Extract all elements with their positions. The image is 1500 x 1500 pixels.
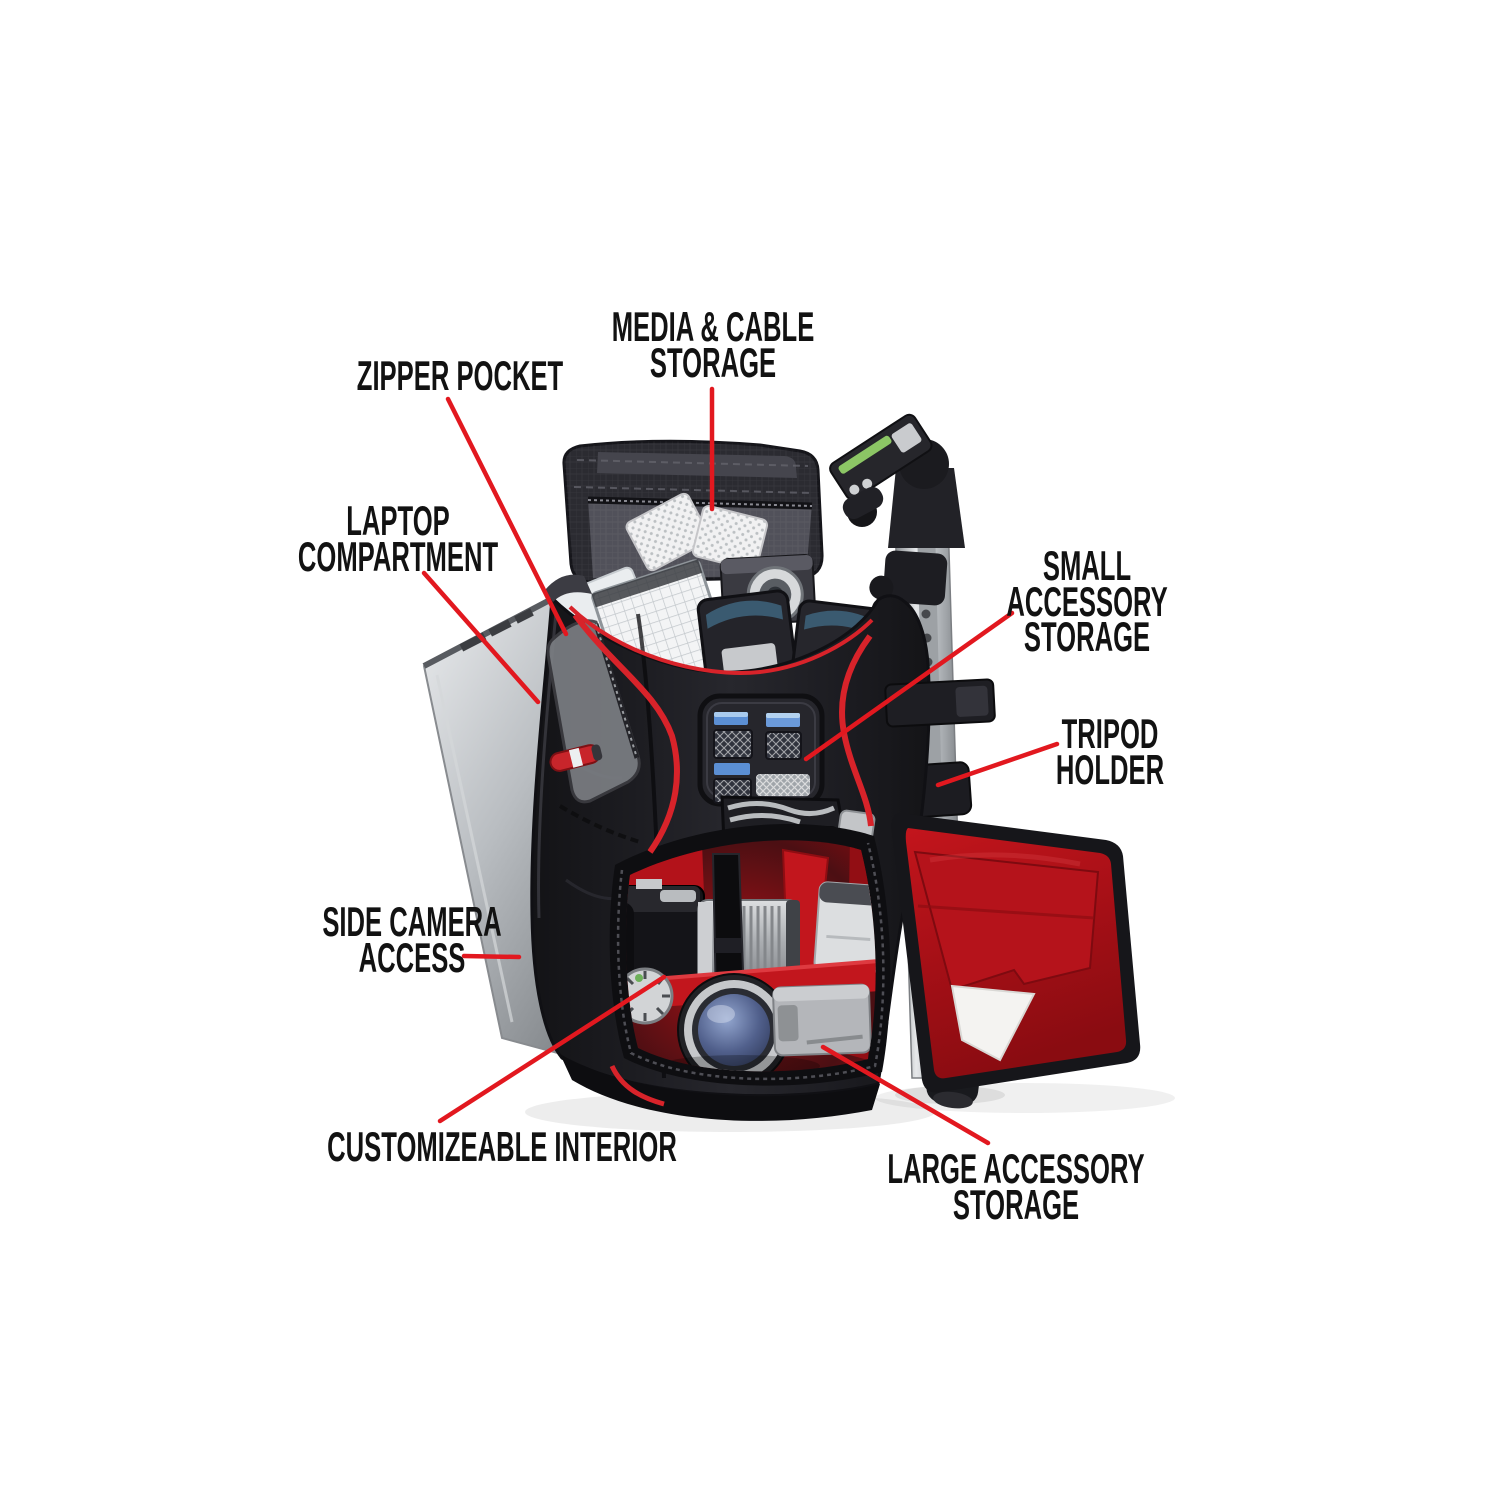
top-lid — [562, 439, 824, 584]
compartment-zipper-teeth — [616, 842, 885, 1081]
leader-customizeable-interior — [437, 974, 667, 1124]
white-cloth — [950, 984, 1036, 1062]
callout-zipper-pocket: ZIPPER POCKET — [356, 352, 564, 399]
dslr-silver-detail — [660, 890, 696, 902]
leader-zipper-pocket — [445, 396, 569, 637]
piping-rim — [568, 605, 874, 675]
callout-small-accessory-storage: SMALL ACCESSORY STORAGE — [1006, 542, 1168, 661]
leader-side-camera-access — [461, 953, 522, 960]
callout-tripod-holder: TRIPOD HOLDER — [1055, 710, 1165, 793]
memory-card-wallet-left — [625, 492, 711, 572]
strap-buckle — [955, 685, 989, 717]
bottom-red-piping — [609, 1064, 665, 1107]
bag-base — [560, 1054, 880, 1121]
mesh-pocket — [713, 729, 753, 759]
cables — [727, 800, 836, 825]
tripod-head-cone — [888, 468, 965, 548]
lid-top-panel — [597, 452, 797, 478]
sd-card-stripe — [766, 713, 800, 718]
quick-release-plate — [829, 413, 933, 501]
silver-camera-body — [772, 983, 872, 1057]
strap-buckle — [714, 938, 741, 953]
tripod-head — [829, 413, 965, 670]
callout-customizeable-interior: CUSTOMIZEABLE INTERIOR — [327, 1123, 677, 1170]
lid-mesh-zipper-teeth — [587, 499, 813, 507]
door-fabric-sheen — [929, 852, 1081, 867]
laptop-hinge-line — [435, 674, 514, 1023]
main-compartment — [609, 823, 891, 1107]
mesh-pocket — [765, 731, 802, 760]
door-flap-fold — [917, 904, 1095, 920]
leader-small-accessory-storage — [803, 610, 1015, 762]
compartment-contents — [626, 840, 876, 1072]
lid-stitching — [573, 459, 813, 494]
carabiner — [549, 744, 603, 772]
sd-card — [714, 763, 750, 775]
callout-media-cable-storage: MEDIA & CABLE STORAGE — [611, 303, 815, 386]
tripod-lens-piece — [842, 486, 884, 520]
sd-card-stripe — [714, 712, 748, 717]
leader-lines — [421, 386, 1060, 1146]
side-pocket-lower-seam — [558, 804, 641, 844]
callout-laptop-compartment: LAPTOP COMPARTMENT — [297, 497, 499, 580]
memory-cards-and-mesh — [713, 712, 810, 804]
dslr-hotshoe — [636, 879, 662, 889]
content-shadow — [660, 1055, 820, 1072]
leader-large-accessory-storage — [820, 1044, 991, 1146]
leader-tripod-holder — [935, 741, 1060, 788]
callout-side-camera-access: SIDE CAMERA ACCESS — [322, 898, 502, 981]
mesh-band — [756, 774, 810, 796]
piping-left — [572, 613, 680, 854]
dslr-grip — [626, 902, 634, 990]
tripod-holder-straps — [884, 678, 996, 728]
callout-large-accessory-storage: LARGE ACCESSORY STORAGE — [887, 1145, 1145, 1228]
bag-top-handle — [545, 574, 592, 602]
side-door — [891, 813, 1141, 1093]
leader-laptop-compartment — [421, 570, 541, 705]
